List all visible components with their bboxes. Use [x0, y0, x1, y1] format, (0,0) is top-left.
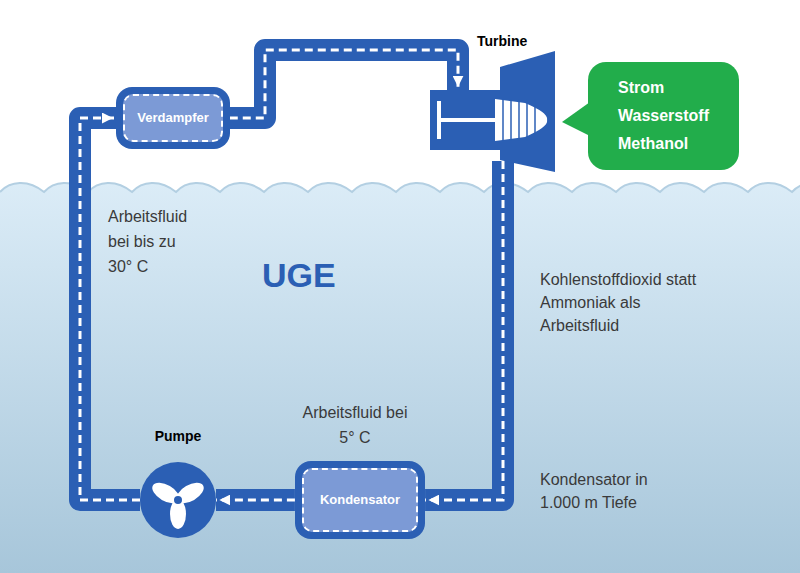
turbine-symbol: Turbine	[425, 45, 560, 180]
turbine-shape	[425, 45, 560, 180]
node-label: Pumpe	[155, 428, 202, 445]
sea-surface	[0, 183, 800, 192]
annotation-text: Kondensator in 1.000 m Tiefe	[540, 468, 652, 514]
node-label: Strom Wasserstoff Methanol	[618, 74, 709, 158]
pipe	[216, 489, 295, 511]
turbine-shaft	[437, 118, 497, 122]
callout-pointer	[562, 102, 590, 136]
pipe	[230, 50, 458, 118]
box-inner: Verdampfer	[123, 94, 223, 142]
pipe-connector	[425, 161, 503, 500]
pipe-connector	[80, 118, 140, 500]
pipe	[425, 161, 503, 500]
propeller-blade	[149, 479, 183, 508]
flow-line	[216, 499, 295, 502]
propeller-hub	[173, 495, 183, 505]
propeller-blade	[173, 479, 207, 508]
node-label: Turbine	[477, 33, 527, 50]
turbine-housing	[430, 51, 555, 172]
diagram-title-mark: UGE	[262, 256, 382, 294]
sea-water	[0, 183, 800, 573]
pipe-connector	[216, 500, 295, 501]
annotation-text: Arbeitsfluid bei bis zu 30° C	[108, 204, 198, 279]
turbine-rotor	[495, 99, 547, 141]
annotation-text: Kohlenstoffdioxid statt Ammoniak als Arb…	[540, 268, 700, 337]
output-callout: Strom Wasserstoff Methanol	[588, 62, 739, 170]
condenser-box: Kondensator	[295, 461, 425, 539]
flow-line	[425, 161, 503, 500]
flow-line	[80, 118, 140, 500]
pipe	[80, 118, 140, 500]
pump-body	[140, 462, 216, 538]
rotor-blade	[518, 99, 520, 141]
node-label: Kondensator	[320, 492, 400, 508]
rotor-blade	[534, 99, 536, 141]
evaporator-box: Verdampfer	[116, 87, 230, 149]
pipe-connector	[230, 50, 458, 118]
pump-shape	[140, 462, 216, 538]
box-inner: Kondensator	[302, 468, 418, 532]
rotor-blade	[510, 99, 512, 141]
pump-symbol: Pumpe	[140, 462, 216, 538]
callout-pointer	[562, 102, 590, 138]
node-label: Verdampfer	[137, 110, 209, 126]
rotor-blade	[502, 99, 504, 141]
rotor-blade	[526, 99, 528, 141]
flow-line	[230, 50, 458, 118]
annotation-text: Arbeitsfluid bei 5° C	[300, 400, 410, 450]
